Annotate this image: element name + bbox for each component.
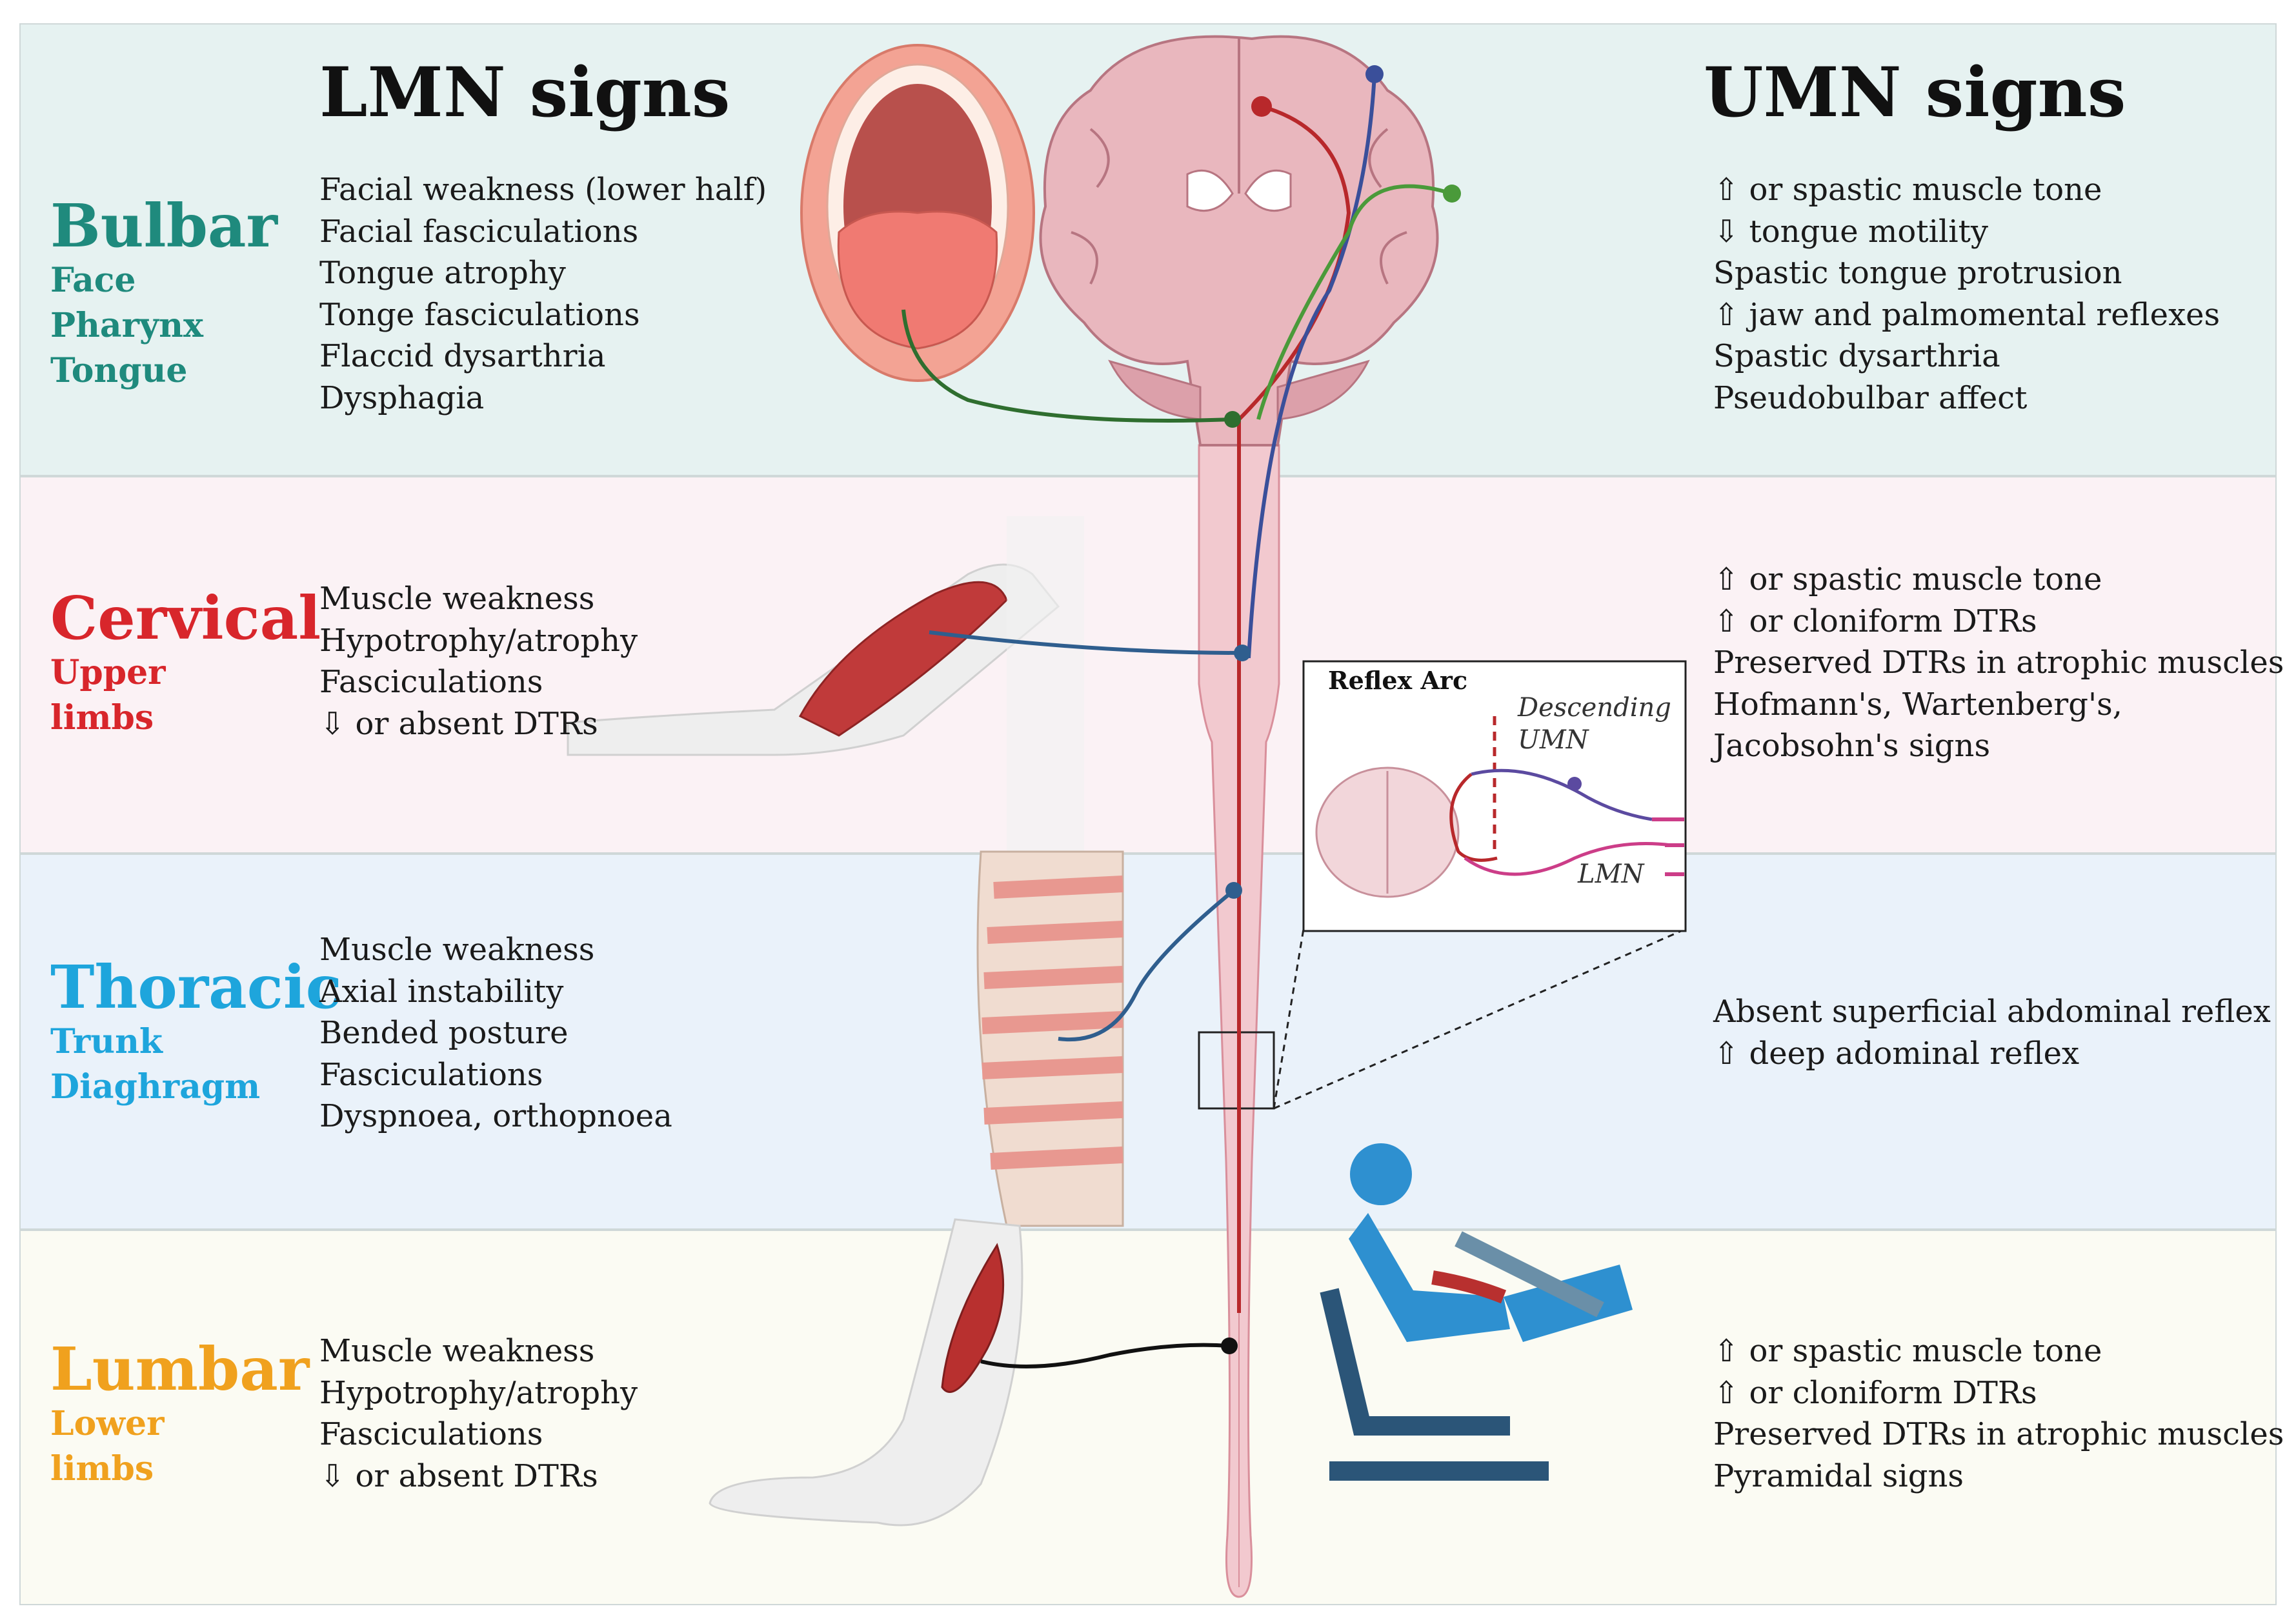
- umn-sign-item: ⇧ jaw and palmomental reflexes: [1713, 296, 2220, 333]
- lmn-sign-item: Bended posture: [319, 1015, 569, 1051]
- region-cervical-sub-2: limbs: [50, 698, 154, 737]
- reflex-arc-descending-1: Descending: [1517, 693, 1671, 723]
- umn-sign-item: Spastic dysarthria: [1713, 338, 2000, 374]
- lmn-sign-item: Tonge fasciculations: [319, 296, 640, 333]
- reflex-test-illustration: [1320, 1143, 1633, 1481]
- lmn-signs-lumbar: Muscle weakness Hypotrophy/atrophy Fasci…: [319, 1330, 638, 1497]
- umn-signs-bulbar: ⇧ or spastic muscle tone ⇩ tongue motili…: [1713, 169, 2220, 419]
- lmn-sign-item: Fasciculations: [319, 1056, 543, 1093]
- region-thoracic-sub-1: Trunk: [50, 1022, 163, 1061]
- umn-sign-item: ⇧ or spastic muscle tone: [1713, 172, 2102, 208]
- region-thoracic-sub-2: Diaghragm: [50, 1067, 261, 1106]
- leg-illustration: [709, 1218, 1023, 1527]
- lmn-sign-item: ⇩ or absent DTRs: [319, 1457, 598, 1494]
- ribcage-illustration: [976, 850, 1124, 1227]
- umn-sign-item: ⇩ tongue motility: [1713, 213, 1989, 250]
- umn-sign-item: ⇧ or cloniform DTRs: [1713, 603, 2037, 639]
- umn-sign-item: ⇧ or cloniform DTRs: [1713, 1374, 2037, 1411]
- region-thoracic: Thoracic Trunk Diaghragm: [50, 955, 342, 1110]
- lmn-nerve-thoracic: [1058, 888, 1235, 1042]
- umn-sign-item: ⇧ or spastic muscle tone: [1713, 1333, 2102, 1369]
- region-lumbar: Lumbar Lower limbs: [50, 1337, 309, 1492]
- region-bulbar: Bulbar Face Pharynx Tongue: [50, 194, 277, 394]
- umn-sign-item: Pyramidal signs: [1713, 1457, 1964, 1494]
- umn-sign-item: ⇧ deep adominal reflex: [1713, 1035, 2080, 1072]
- region-lumbar-sub-2: limbs: [50, 1449, 154, 1488]
- lmn-sign-item: Facial weakness (lower half): [319, 172, 767, 208]
- region-bulbar-sub-3: Tongue: [50, 351, 188, 390]
- thoracic-band: [19, 854, 2277, 1230]
- lmn-signs-thoracic: Muscle weakness Axial instability Bended…: [319, 929, 672, 1137]
- lmn-sign-item: Axial instability: [319, 973, 564, 1010]
- reflex-arc-inset: Reflex Arc Descending UMN LMN: [1302, 660, 1687, 932]
- lmn-sign-item: Dyspnoea, orthopnoea: [319, 1098, 672, 1134]
- umn-tract-blue: [1247, 74, 1376, 659]
- umn-signs-cervical: ⇧ or spastic muscle tone ⇧ or cloniform …: [1713, 559, 2284, 767]
- reflex-arc-title: Reflex Arc: [1328, 666, 1467, 695]
- region-bulbar-sub-2: Pharynx: [50, 306, 204, 345]
- lmn-sign-item: Tongue atrophy: [319, 255, 566, 291]
- lmn-nerve-cervical: [929, 630, 1243, 655]
- lmn-sign-item: ⇩ or absent DTRs: [319, 705, 598, 742]
- umn-sign-item: ⇧ or spastic muscle tone: [1713, 561, 2102, 597]
- umn-signs-thoracic: Absent superficial abdominal reflex ⇧ de…: [1713, 991, 2271, 1074]
- umn-sign-item: Hofmann's, Wartenberg's,: [1713, 686, 2123, 723]
- lmn-sign-item: Muscle weakness: [319, 581, 595, 617]
- lmn-header: LMN signs: [319, 52, 730, 132]
- lmn-sign-item: Fasciculations: [319, 664, 543, 700]
- region-lumbar-title: Lumbar: [50, 1334, 310, 1404]
- lmn-sign-item: Facial fasciculations: [319, 213, 639, 250]
- region-cervical-sub-1: Upper: [50, 653, 166, 692]
- lmn-nerve-lumbar: [980, 1343, 1230, 1368]
- lmn-sign-item: Dysphagia: [319, 379, 485, 416]
- mouth-illustration: [800, 44, 1035, 382]
- umn-sign-item: Preserved DTRs in atrophic muscles: [1713, 1416, 2284, 1452]
- lmn-sign-item: Fasciculations: [319, 1416, 543, 1452]
- brain-illustration: [1039, 35, 1439, 446]
- umn-sign-item: Preserved DTRs in atrophic muscles: [1713, 645, 2284, 681]
- lmn-sign-item: Hypotrophy/atrophy: [319, 622, 638, 659]
- umn-tract-red: [1237, 105, 1351, 1313]
- lmn-sign-item: Flaccid dysarthria: [319, 338, 606, 374]
- region-bulbar-title: Bulbar: [50, 191, 278, 261]
- reflex-arc-lmn-label: LMN: [1577, 859, 1646, 889]
- lmn-signs-bulbar: Facial weakness (lower half) Facial fasc…: [319, 169, 767, 419]
- reflex-arc-descending-2: UMN: [1518, 725, 1590, 755]
- umn-signs-lumbar: ⇧ or spastic muscle tone ⇧ or cloniform …: [1713, 1330, 2284, 1497]
- lmn-sign-item: Muscle weakness: [319, 1333, 595, 1369]
- region-bulbar-sub-1: Face: [50, 261, 136, 300]
- umn-tract-green: [1256, 184, 1453, 420]
- region-cervical: Cervical Upper limbs: [50, 586, 321, 741]
- lmn-nerve-bulbar: [901, 309, 1233, 423]
- cervical-band: [19, 476, 2277, 854]
- umn-header: UMN signs: [1704, 52, 2126, 132]
- lumbar-band: [19, 1230, 2277, 1605]
- lmn-sign-item: Muscle weakness: [319, 932, 595, 968]
- umn-sign-item: Spastic tongue protrusion: [1713, 255, 2122, 291]
- region-cervical-title: Cervical: [50, 583, 321, 653]
- region-lumbar-sub-1: Lower: [50, 1404, 165, 1443]
- lmn-signs-cervical: Muscle weakness Hypotrophy/atrophy Fasci…: [319, 578, 638, 745]
- lmn-sign-item: Hypotrophy/atrophy: [319, 1374, 638, 1411]
- region-thoracic-title: Thoracic: [50, 952, 342, 1022]
- umn-sign-item: Pseudobulbar affect: [1713, 379, 2028, 416]
- umn-sign-item: Absent superficial abdominal reflex: [1713, 994, 2271, 1030]
- cord-region-box: [1198, 1031, 1275, 1110]
- umn-sign-item: Jacobsohn's signs: [1713, 728, 1991, 764]
